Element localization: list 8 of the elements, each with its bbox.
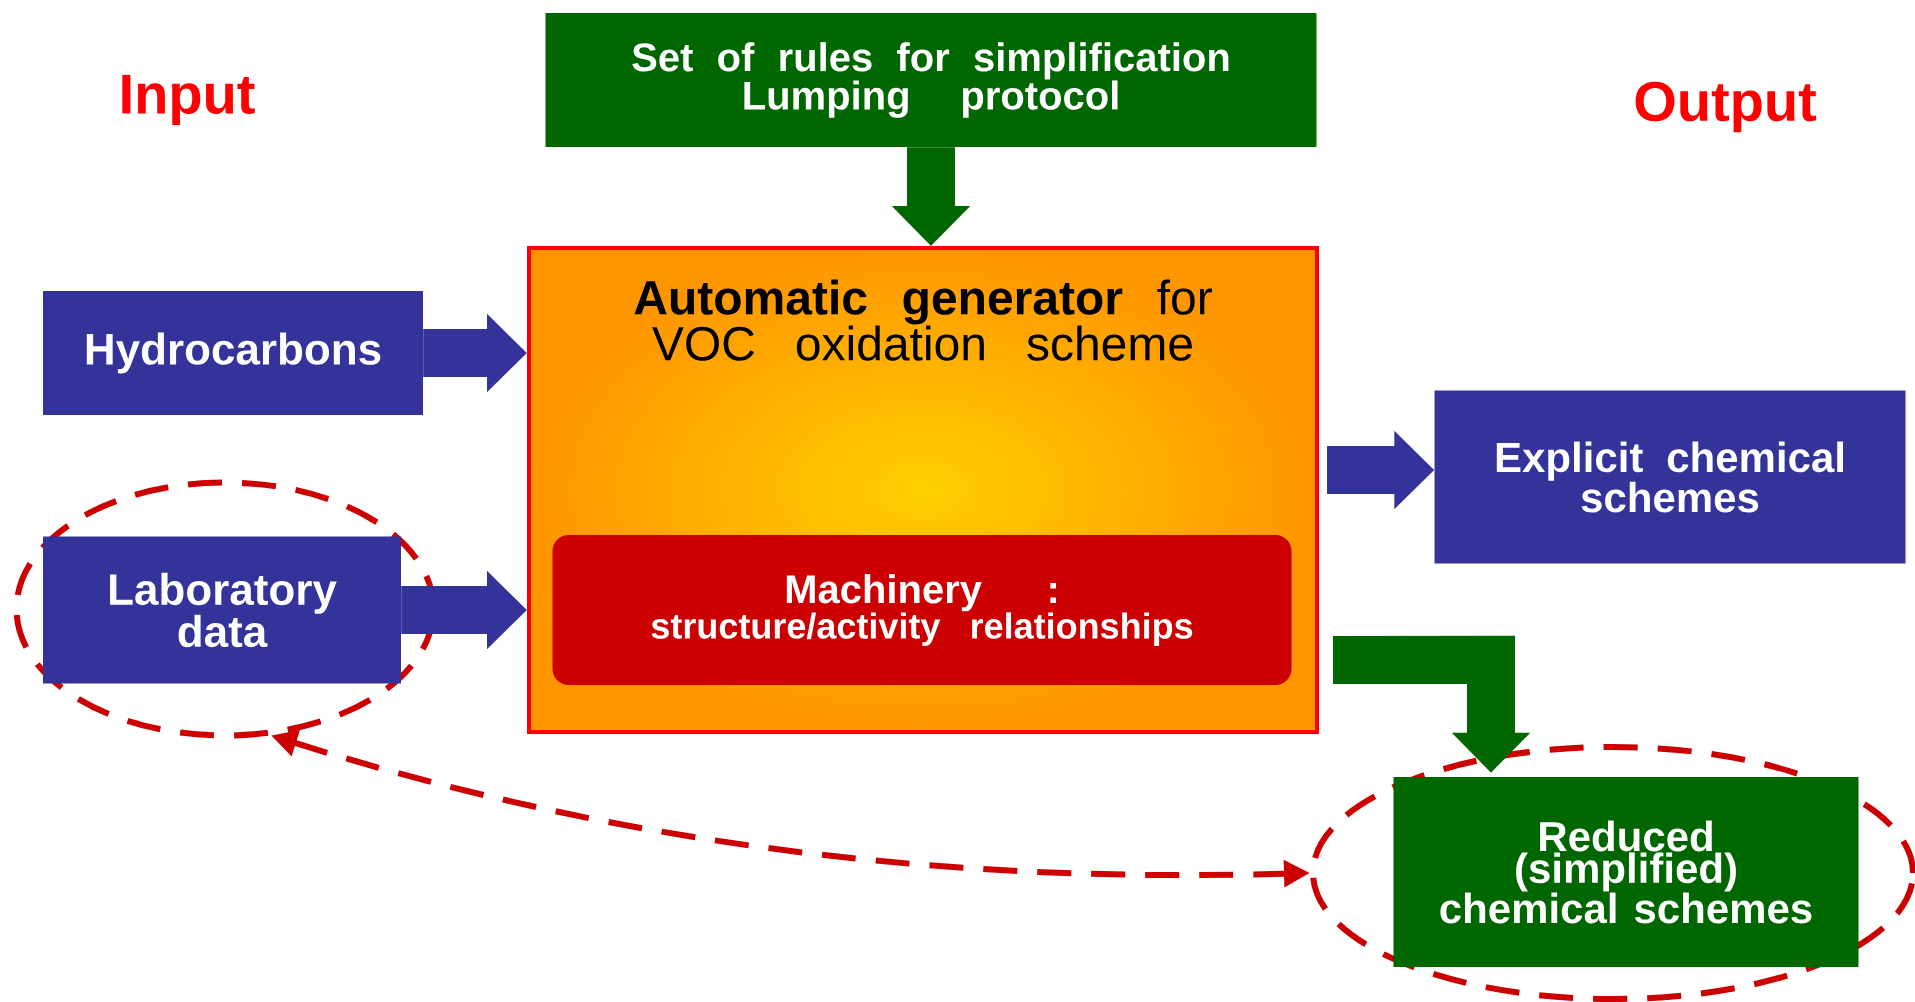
input-box: Hydrocarbons — [43, 291, 423, 415]
heading: Input — [122, 74, 255, 126]
heading: Output — [1635, 81, 1817, 133]
output-box: Explicit chemical schemes — [1434, 390, 1906, 564]
rules-box: Set of rules for simplification Lumping protocol — [545, 13, 1317, 147]
input-box: Laboratory data — [43, 536, 401, 684]
output-box: Reduced (simplified) chemical schemes — [1393, 777, 1859, 967]
machinery-box: Machinery : structure/activity relationships — [552, 535, 1292, 685]
